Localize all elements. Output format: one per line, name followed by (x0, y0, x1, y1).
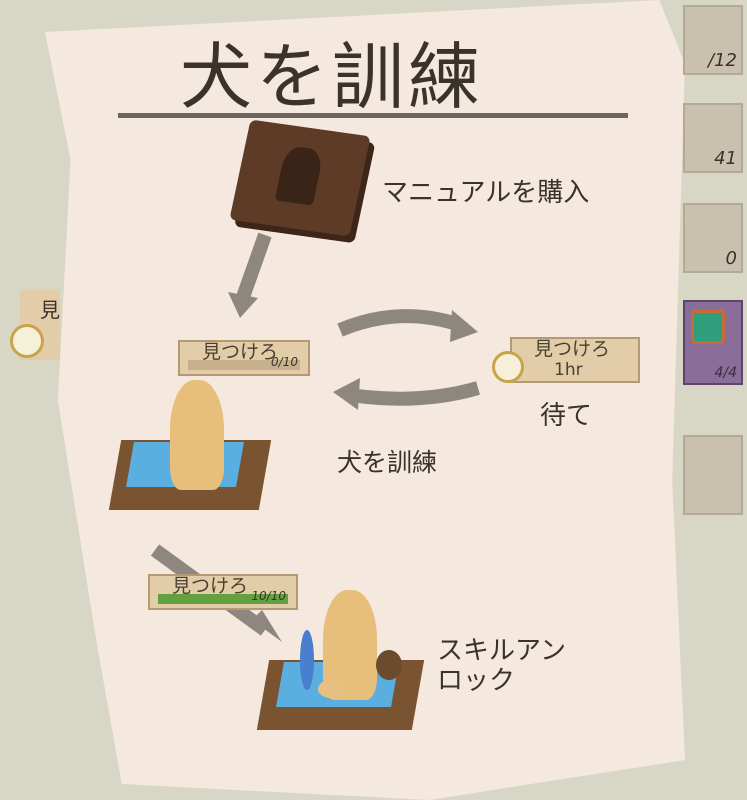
arrow-head (333, 378, 360, 410)
dog-icon (170, 380, 224, 490)
arrow-back-to-dog (349, 381, 480, 406)
feather-icon (300, 630, 314, 690)
pinecone-icon (376, 650, 402, 680)
side-slot-5[interactable] (683, 435, 743, 515)
page-title: 犬を訓練 (180, 35, 485, 119)
side-slot-3[interactable]: 0 (683, 203, 743, 273)
dog-silhouette-icon (274, 145, 325, 206)
tag-find-start: 見つけろ 0/10 (178, 340, 310, 376)
stopwatch-icon (492, 351, 524, 383)
left-partial-label: 見 (40, 298, 60, 322)
dog-with-items-image (256, 590, 425, 735)
tag-find-wait: 見つけろ 1hr (492, 337, 640, 383)
left-partial-item: 見 (10, 290, 60, 360)
arrow-head (228, 292, 258, 318)
tag-find-done: 見つけろ 10/10 (148, 574, 298, 610)
step-wait: 待て (540, 401, 593, 431)
side-slot-1[interactable]: /12 (683, 5, 743, 75)
progress-bar (158, 594, 288, 604)
step-train-dog: 犬を訓練 (337, 448, 438, 477)
arrow-head (252, 610, 282, 642)
manual-book-icon (229, 119, 371, 237)
side-slot-2[interactable]: 41 (683, 103, 743, 173)
step-buy-manual: マニュアルを購入 (382, 178, 590, 208)
arrow-head (450, 310, 478, 342)
progress-bar (188, 360, 300, 370)
arrow-to-wait (337, 309, 463, 337)
arrow-manual-to-dog (235, 232, 272, 303)
spiral-icon (691, 310, 725, 344)
shell-icon (318, 680, 344, 698)
title-divider (118, 113, 628, 118)
side-slot-4[interactable]: 4/4 (683, 300, 743, 385)
step-skill-unlock: スキルアン ロック (437, 636, 566, 696)
dog-on-bed-image (108, 380, 272, 520)
stopwatch-icon (10, 324, 44, 358)
